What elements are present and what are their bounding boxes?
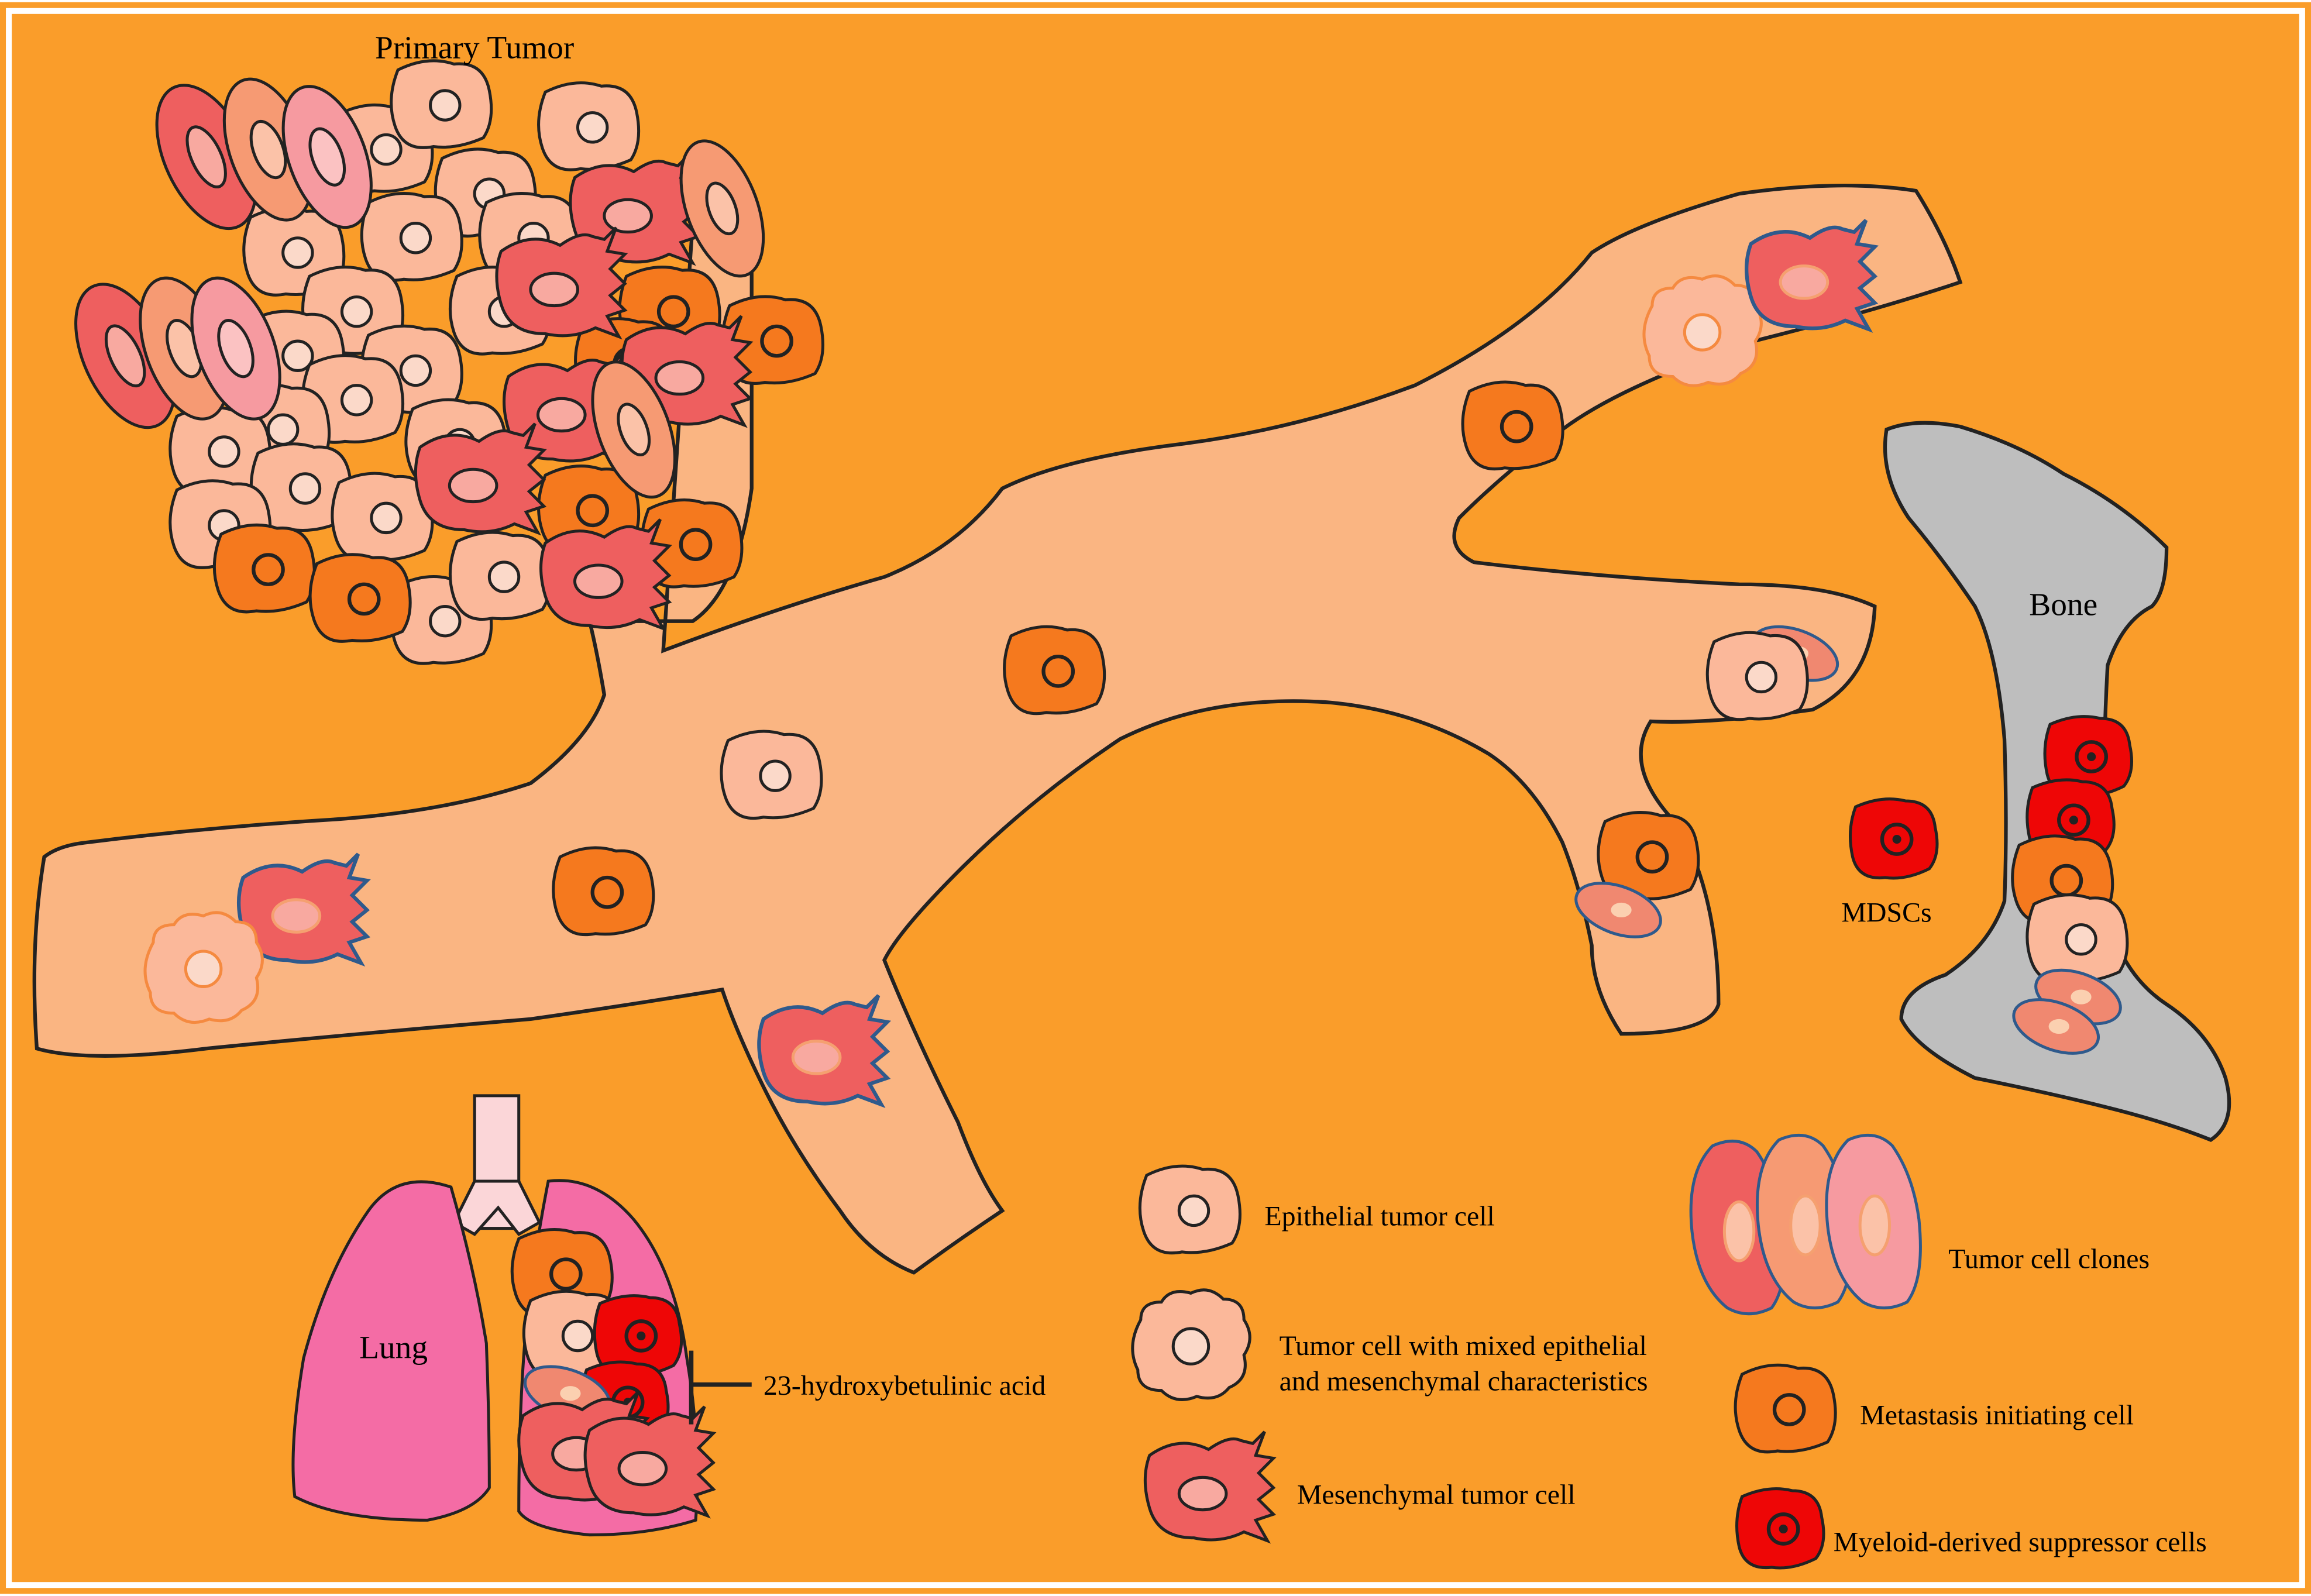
legend-mesenchymal-swatch [1145,1432,1273,1540]
left-lung [291,1180,491,1522]
lung [291,1094,752,1537]
legend-metastasis-swatch [1735,1365,1835,1452]
bone-label: Bone [2029,587,2097,622]
legend-clones-swatch [1691,1135,1920,1313]
legend-epithelial-swatch [1140,1166,1240,1253]
lung-label: Lung [359,1329,428,1365]
legend-clones-label: Tumor cell clones [1948,1244,2150,1275]
primary-tumor-label: Primary Tumor [375,29,574,65]
mdscs-label: MDSCs [1841,897,1931,928]
legend-metastasis-label: Metastasis initiating cell [1860,1400,2134,1431]
legend-mixed-label-1: Tumor cell with mixed epithelial [1280,1330,1647,1361]
legend-mdsc-label: Myeloid-derived suppressor cells [1834,1526,2207,1557]
drug-label: 23-hydroxybetulinic acid [764,1370,1046,1401]
legend-mixed-label-2: and mesenchymal characteristics [1280,1366,1648,1397]
legend-epithelial-label: Epithelial tumor cell [1264,1201,1494,1232]
legend-mdsc-swatch [1737,1489,1824,1568]
legend-mesenchymal-label: Mesenchymal tumor cell [1297,1480,1576,1511]
mdsc-cell [1851,799,1937,878]
primary-tumor-cluster [74,61,823,663]
legend-mixed-swatch [1133,1290,1250,1400]
frame [6,8,2305,1588]
